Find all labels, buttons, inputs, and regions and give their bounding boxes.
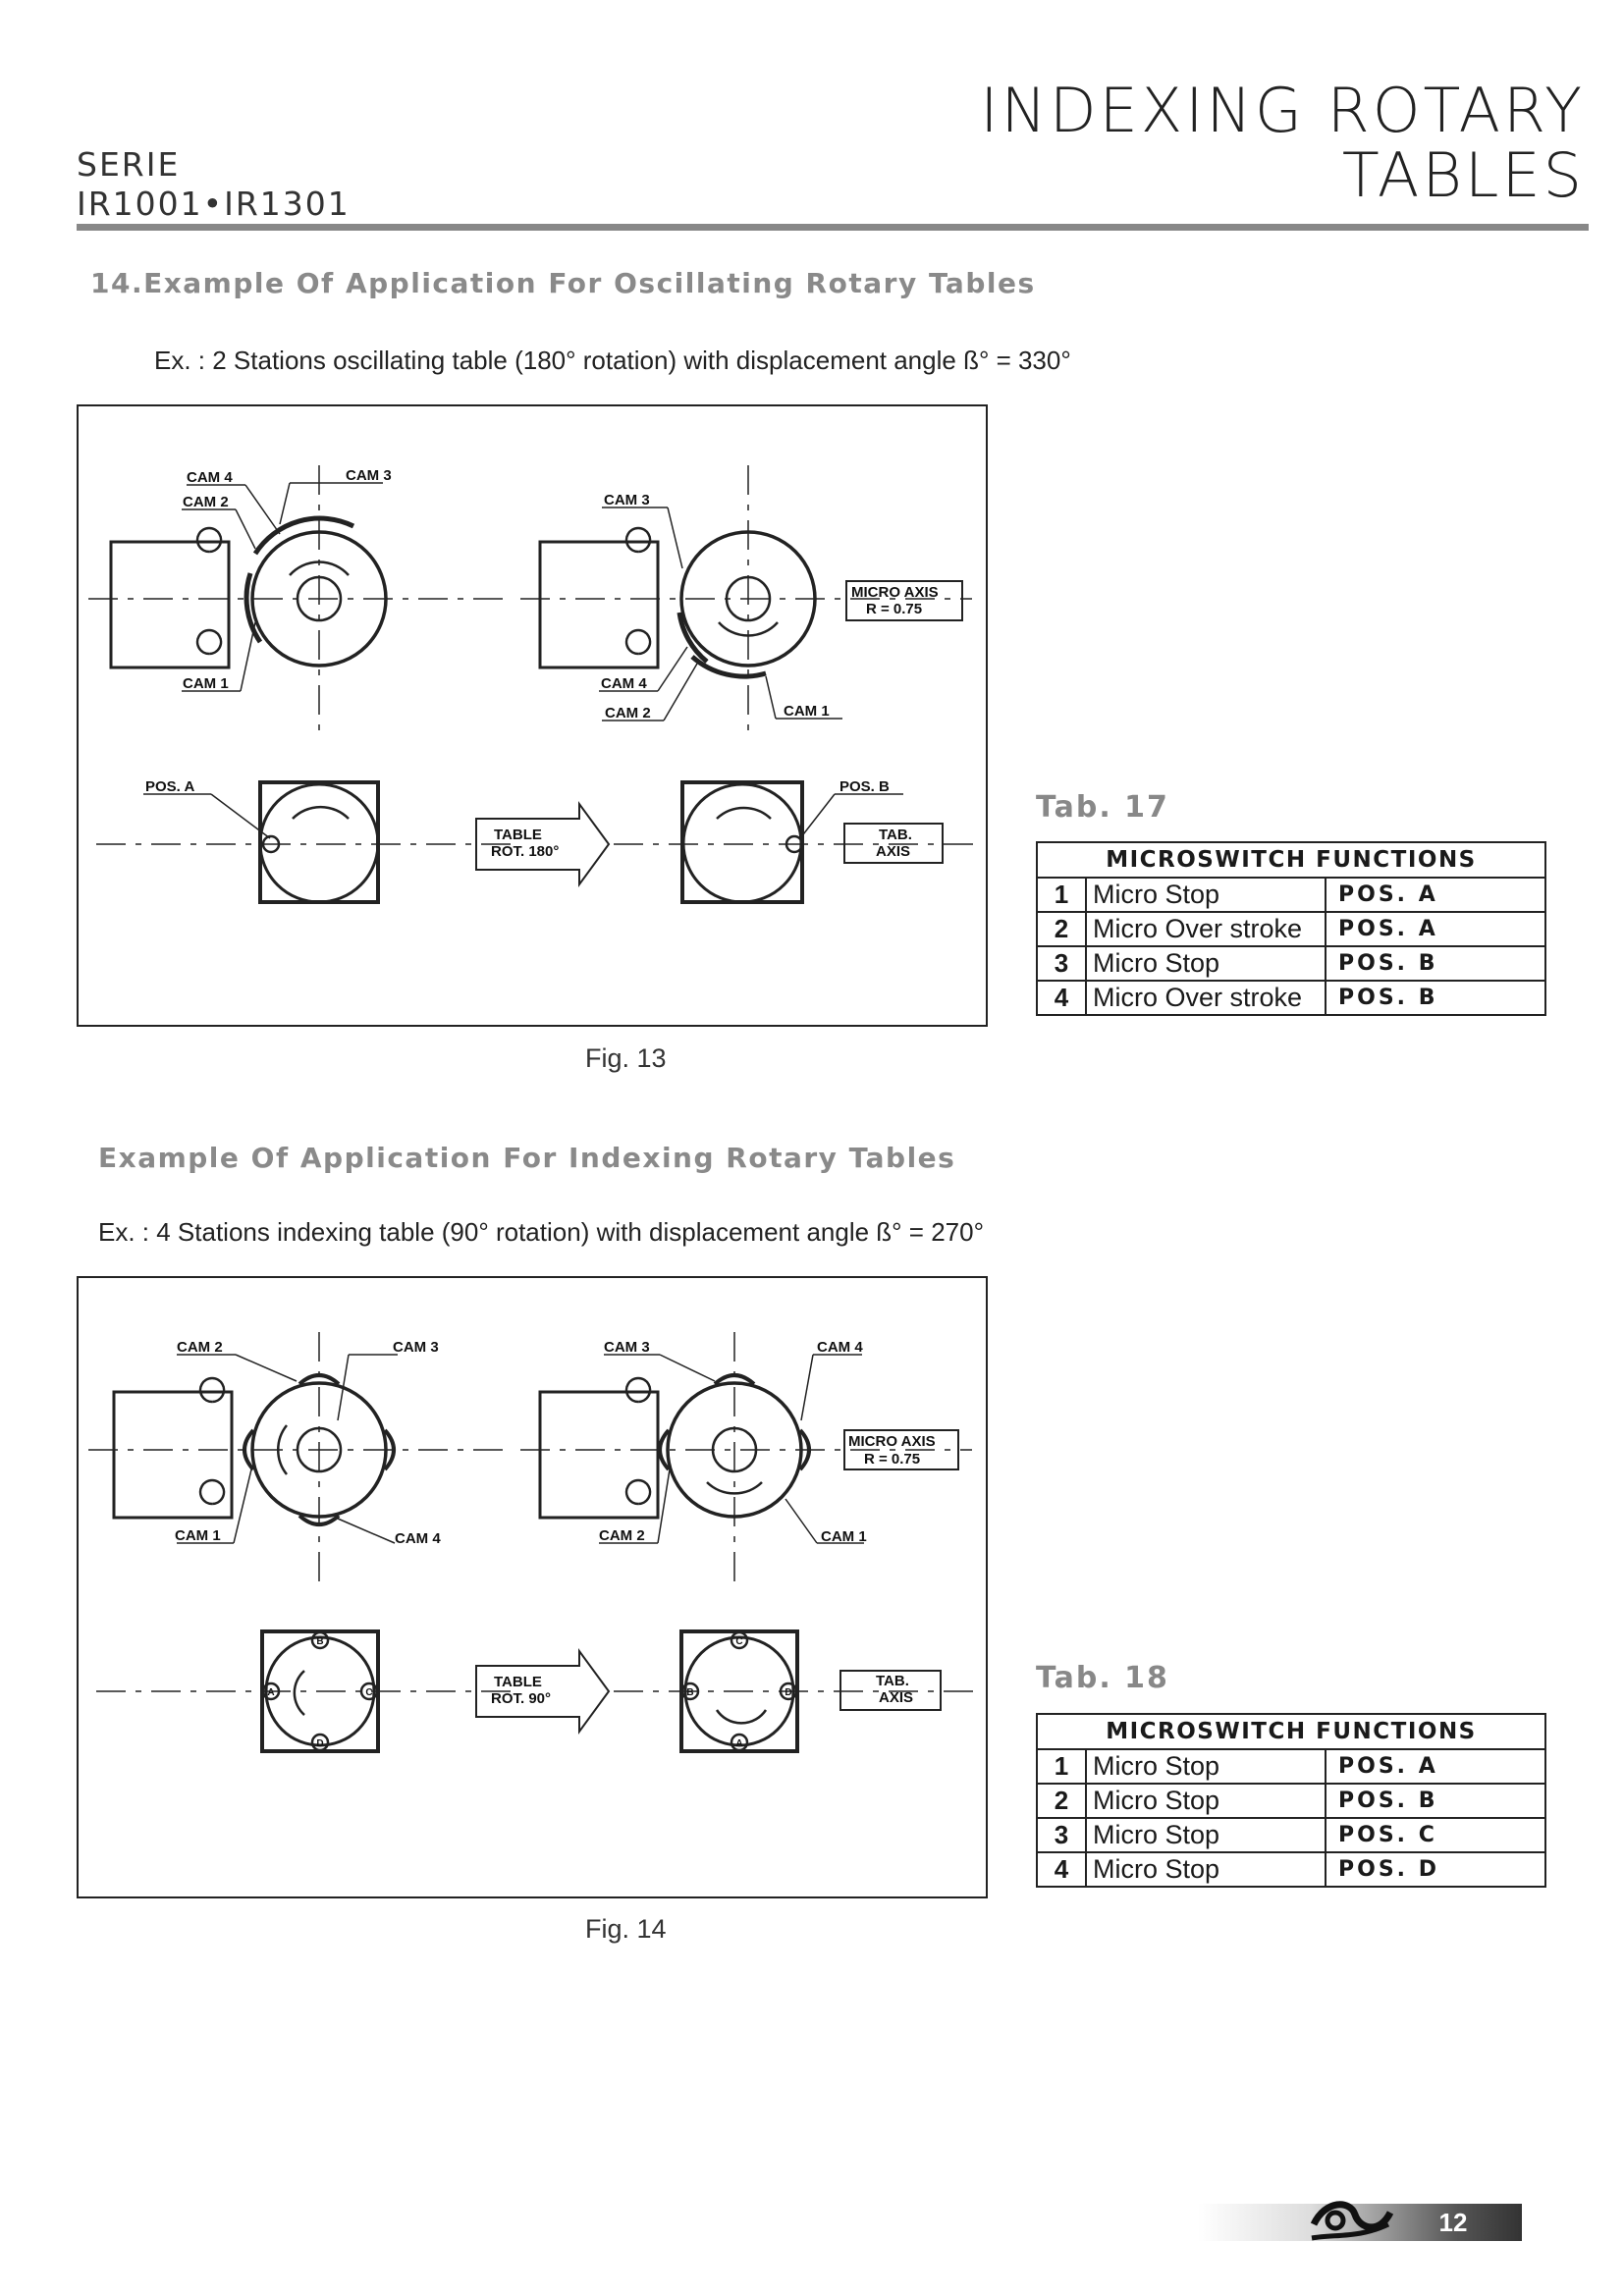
station-d-left: D	[316, 1738, 323, 1749]
label-tab-axis-2: AXIS	[876, 843, 910, 860]
label-cam2-b: CAM 2	[605, 705, 651, 721]
title-line-2: TABLES	[1341, 139, 1585, 211]
table-18-header: MICROSWITCH FUNCTIONS	[1036, 1713, 1546, 1750]
label-table-rot-2: ROT. 90°	[491, 1690, 551, 1707]
label-cam3-a: CAM 3	[393, 1339, 439, 1356]
label-cam2-b: CAM 2	[599, 1527, 645, 1544]
example-text-oscillating: Ex. : 2 Stations oscillating table (180°…	[154, 346, 1071, 375]
label-r-value: R = 0.75	[866, 601, 922, 617]
label-cam4-b: CAM 4	[601, 675, 647, 692]
serie-models: IR1001•IR1301	[77, 185, 351, 223]
label-r-value: R = 0.75	[864, 1451, 920, 1468]
station-b-right: B	[686, 1687, 693, 1698]
label-micro-axis: MICRO AXIS	[848, 1433, 936, 1450]
title-line-1: INDEXING ROTARY	[980, 75, 1585, 146]
label-cam3-b: CAM 3	[604, 1339, 650, 1356]
document-title: INDEXING ROTARY TABLES	[701, 79, 1585, 208]
label-micro-axis: MICRO AXIS	[851, 584, 939, 601]
serie-block: SERIE IR1001•IR1301	[77, 145, 351, 224]
page-number: 12	[1438, 2208, 1468, 2237]
label-pos-b: POS. B	[839, 778, 890, 795]
figure-14-caption: Fig. 14	[585, 1914, 667, 1944]
label-tab-axis-1: TAB.	[876, 1673, 909, 1689]
table-18-label: Tab. 18	[1036, 1661, 1169, 1695]
example-text-indexing: Ex. : 4 Stations indexing table (90° rot…	[98, 1217, 984, 1247]
label-cam3-b: CAM 3	[604, 492, 650, 508]
station-a-right: A	[735, 1738, 742, 1749]
section-heading-oscillating: 14.Example Of Application For Oscillatin…	[90, 267, 1036, 299]
table-17-header: MICROSWITCH FUNCTIONS	[1036, 841, 1546, 879]
label-cam4-a: CAM 4	[187, 469, 233, 486]
brand-logo-icon	[1306, 2195, 1394, 2251]
serie-label: SERIE	[77, 145, 181, 184]
station-d-right: D	[785, 1687, 791, 1698]
label-cam2-a: CAM 2	[183, 494, 229, 510]
header-rule	[77, 224, 1589, 231]
table-17-label: Tab. 17	[1036, 790, 1169, 825]
label-cam1-a: CAM 1	[183, 675, 229, 692]
label-cam2-a: CAM 2	[177, 1339, 223, 1356]
label-table-rot-1: TABLE	[494, 1674, 542, 1690]
label-cam4-b: CAM 4	[817, 1339, 863, 1356]
label-table-rot-2: ROT. 180°	[491, 843, 559, 860]
figure-13: CAM 4 CAM 3 CAM 2 CAM 1 CAM 3 CAM 4 CAM …	[77, 404, 988, 1027]
station-a-left: A	[267, 1687, 274, 1698]
label-cam3-a: CAM 3	[346, 467, 392, 484]
label-tab-axis-2: AXIS	[879, 1689, 913, 1706]
section-heading-indexing: Example Of Application For Indexing Rota…	[98, 1142, 956, 1174]
label-cam1-b: CAM 1	[821, 1528, 867, 1545]
figure-13-drawing: CAM 4 CAM 3 CAM 2 CAM 1 CAM 3 CAM 4 CAM …	[88, 465, 982, 904]
label-cam4-a: CAM 4	[395, 1530, 441, 1547]
figure-14: CAM 2 CAM 3 CAM 1 CAM 4 CAM 3 CAM 4 CAM …	[77, 1276, 988, 1898]
station-b-left: B	[316, 1636, 323, 1647]
label-cam1-b: CAM 1	[784, 703, 830, 720]
figure-14-drawing: CAM 2 CAM 3 CAM 1 CAM 4 CAM 3 CAM 4 CAM …	[88, 1332, 982, 1753]
figure-13-caption: Fig. 13	[585, 1043, 667, 1073]
station-c-left: C	[365, 1687, 372, 1698]
label-cam1-a: CAM 1	[175, 1527, 221, 1544]
label-pos-a: POS. A	[145, 778, 194, 795]
station-c-right: C	[735, 1636, 742, 1647]
label-table-rot-1: TABLE	[494, 827, 542, 843]
label-tab-axis-1: TAB.	[879, 827, 912, 843]
